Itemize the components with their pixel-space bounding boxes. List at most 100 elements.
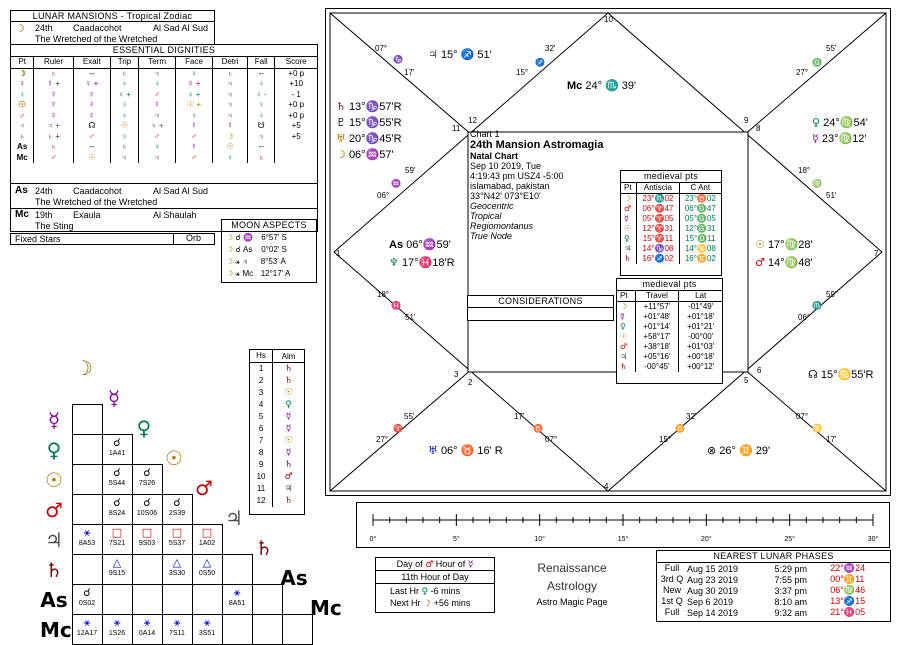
aspect-cell — [192, 584, 223, 615]
aspect-grid-row-glyph-6: ♄ — [45, 558, 63, 582]
almuten-row: 7☉ — [250, 435, 304, 447]
dignity-fall: ♃ — [247, 131, 275, 142]
chart-title: Chart 1 — [470, 129, 500, 139]
last-hour: Last Hr ♀ -6 mins — [390, 586, 461, 597]
aspect-grid-glyph-7: As — [280, 566, 308, 590]
aspect-cell — [252, 584, 283, 615]
brand-line2: Astrology — [546, 579, 598, 593]
lunar-phases-header: NEAREST LUNAR PHASES — [657, 551, 890, 563]
aspect-orb: 5S37 — [168, 540, 186, 547]
mansion-name: Caadacohot — [73, 23, 122, 33]
aspect-cell — [222, 554, 253, 585]
aspect-cell-content: ☌8S24 — [102, 497, 132, 519]
aspect-orb: 1A02 — [198, 540, 216, 547]
aspect-target: As — [243, 245, 253, 254]
almuten-col-alm: Alm — [281, 351, 296, 361]
travel-value: +01°14' — [635, 322, 680, 332]
chart-opt-geocentric: Geocentric — [470, 201, 514, 211]
antiscia-pt: ☉ — [621, 224, 638, 234]
col-term: Term — [138, 57, 176, 69]
almuten-ruler: ♄ — [284, 460, 293, 470]
considerations-panel: CONSIDERATIONS — [467, 295, 614, 321]
aspect-icon: ⚹ — [173, 616, 181, 629]
fixed-stars-orb: Orb — [173, 233, 201, 245]
aspect-cell — [282, 614, 313, 645]
cusp-7-sign: ♋ — [812, 424, 822, 433]
mc-label: Mc — [15, 209, 29, 220]
house-12: 12 — [468, 116, 477, 125]
travel-value: +05°16' — [635, 352, 680, 362]
aspect-cell — [72, 464, 103, 495]
phase-position: 22°♒24 — [830, 563, 866, 573]
dignity-exalt: ☊ — [72, 121, 111, 132]
latitude-value: -00°00' — [688, 332, 714, 341]
dignity-term: ♂ — [138, 131, 176, 142]
almuten-panel: Hs Alm 1♄2♄3☉4♀5☿6☿7☉8☿9♄10♂11♃12♄ — [249, 349, 305, 515]
aspect-icon: ☌ — [143, 496, 151, 509]
antiscia-value: 14°♑08 — [636, 244, 680, 254]
dignity-pt: Mc — [16, 152, 28, 162]
dignity-fall: ♀ — [247, 79, 275, 90]
aspect-orb: 2S39 — [168, 510, 186, 517]
dignity-face: ☿ — [175, 142, 213, 153]
almuten-ruler: ♂ — [284, 472, 293, 482]
mars-icon: ♂ — [755, 256, 765, 269]
aspect-cell-content: ⚹0A14 — [132, 617, 162, 639]
latitude-value: +01°21' — [687, 322, 715, 331]
dignity-row: ♃♃ +☊☉♃ +☿☿☋+5 — [11, 121, 317, 132]
phase-date: Sep 14 2019 — [687, 607, 739, 618]
ruler-tick-label: 5° — [453, 535, 460, 543]
dignity-exalt: ☿ + — [72, 79, 111, 90]
travel-value: -00°45' — [635, 362, 680, 372]
dignity-ruler: ♃ + — [33, 121, 74, 132]
dignity-row: ♀☿☿♀ +♂♀ +♃♀ -- 1 — [11, 89, 317, 100]
mercury-position: ☿ 23°♍12' — [812, 132, 867, 145]
almuten-row: 6☿ — [250, 423, 304, 435]
dignity-exalt: ♂ — [72, 131, 111, 142]
antiscia-value: 23°♏02 — [636, 193, 680, 204]
mansion-desc: The Wretched of the Wretched — [35, 34, 158, 44]
almuten-row: 2♄ — [250, 375, 304, 387]
dignity-detri: ♃ — [211, 89, 248, 100]
dignity-row: ♄♄ +♂♀♂♂☽♃+5 — [11, 131, 317, 142]
almuten-col-hs: Hs — [250, 350, 274, 363]
mars-position: ♂ 14°♍48' — [755, 256, 813, 269]
cusp-12-sign: ♒ — [391, 179, 401, 188]
almuten-row: 8☿ — [250, 447, 304, 459]
dignities-table: Pt Ruler Exalt Trip Term Face Detri Fall… — [11, 57, 317, 163]
latitude-value: +00°12' — [687, 362, 715, 371]
almuten-house: 8 — [250, 447, 274, 459]
cusp-9-sign: ♎ — [812, 58, 822, 67]
cusp-11-sign: ♑ — [393, 55, 403, 64]
moon-aspects-panel: MOON ASPECTS ☽ ☌ ♒ 6°57' S☽ ☌ As 0°02' S… — [221, 219, 317, 283]
antiscia-col-pt: Pt — [621, 183, 638, 194]
phase-time: 8:10 am — [774, 596, 808, 607]
saturn-icon: ♄ — [336, 100, 346, 113]
phase-name: 1st Q — [661, 596, 683, 606]
almuten-house: 3 — [250, 387, 274, 399]
ruler-tick-label: 0° — [370, 535, 377, 543]
aspect-grid-glyph-2: ♀ — [136, 416, 152, 440]
aspect-icon: □ — [171, 526, 183, 539]
almuten-row: 4♀ — [250, 399, 304, 411]
dignity-pt: ♄ — [19, 131, 26, 141]
mc-icon: Mc — [567, 80, 583, 92]
almuten-house: 11 — [250, 483, 274, 495]
dignity-row: ☿☿ +☿ +♀♀☿ +♃♀+10 — [11, 79, 317, 90]
antiscia-col-cant: C Ant — [690, 183, 711, 192]
aspect-target: Mc — [242, 269, 254, 278]
almuten-ruler: ☉ — [284, 388, 293, 398]
cusp-9-min: 55' — [826, 44, 837, 53]
dignity-fall: ☋ — [247, 121, 275, 132]
dignity-face: ♀ + — [175, 89, 213, 100]
aspect-cell — [72, 494, 103, 525]
chart-opt-houses: Regiomontanus — [470, 221, 534, 231]
dignity-term: ♀ — [138, 142, 176, 153]
latitude-value: +00°18' — [687, 352, 715, 361]
